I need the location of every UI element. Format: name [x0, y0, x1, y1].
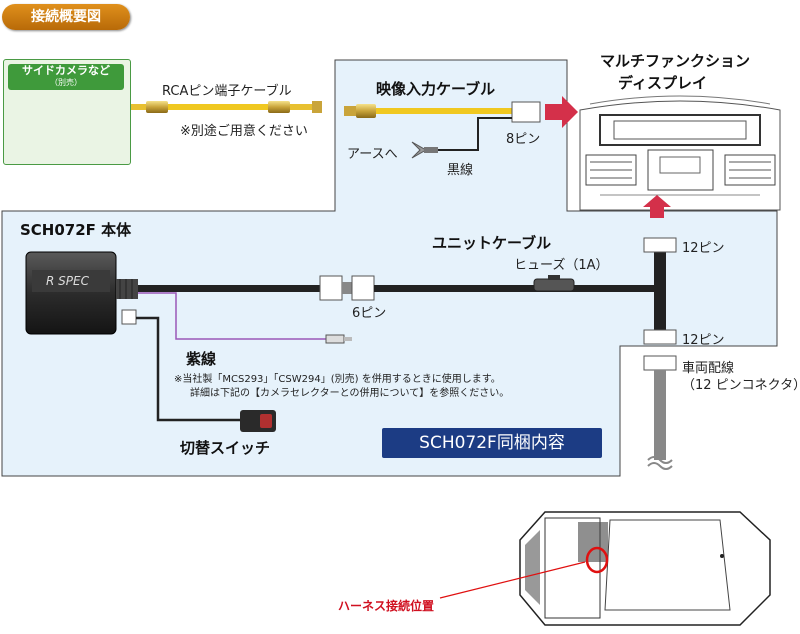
pin12-label-top: 12ピン	[682, 241, 725, 256]
display-label-line2: ディスプレイ	[618, 74, 707, 92]
product-contents-badge: SCH072F同梱内容	[382, 428, 602, 458]
rca-cable-note: ※別途ご用意ください	[180, 124, 308, 139]
unit-title: SCH072F 本体	[20, 221, 132, 239]
purple-wire-note1: ※当社製「MCS293」「CSW294」(別売) を併用するときに使用します。	[174, 374, 501, 385]
switch-label: 切替スイッチ	[180, 439, 271, 457]
switch-wire	[121, 309, 276, 432]
unit-cable	[138, 237, 677, 470]
pin6-label: 6ピン	[352, 306, 387, 321]
video-input-cable	[344, 101, 541, 159]
camera-title-text: サイドカメラなど	[22, 64, 110, 77]
purple-wire	[138, 292, 352, 344]
pin12-label-bottom: 12ピン	[682, 333, 725, 348]
car-illustration	[439, 511, 771, 626]
unit-cable-title: ユニットケーブル	[432, 234, 552, 252]
arrow-up	[643, 195, 671, 218]
unit-body	[25, 251, 138, 335]
vehicle-wiring-line1: 車両配線	[682, 361, 735, 376]
arrow-to-display	[545, 96, 578, 128]
vehicle-wiring-line2: （12 ピンコネクタ）	[682, 378, 800, 393]
purple-wire-label: 紫線	[186, 350, 217, 368]
kit-area	[1, 59, 778, 477]
harness-position-label: ハーネス接続位置	[338, 599, 435, 613]
dashboard-illustration	[579, 95, 781, 211]
purple-wire-note2: 詳細は下記の【カメラセレクターとの併用について】を参照ください。	[190, 388, 510, 399]
video-cable-pin: 8ピン	[506, 132, 541, 147]
ground-label: アースへ	[347, 147, 398, 162]
camera-title: サイドカメラなど （別売）	[8, 64, 124, 90]
video-cable-title: 映像入力ケーブル	[376, 80, 496, 98]
camera-subtitle: （別売）	[50, 78, 82, 87]
rca-cable	[124, 101, 322, 113]
display-label-line1: マルチファンクション	[600, 52, 751, 70]
header-badge: 接続概要図	[2, 4, 130, 30]
rca-cable-label: RCAピン端子ケーブル	[162, 84, 292, 99]
black-wire-label: 黒線	[447, 163, 474, 178]
fuse-label: ヒューズ（1A）	[514, 258, 609, 273]
unit-logo: R SPEC	[46, 274, 89, 288]
